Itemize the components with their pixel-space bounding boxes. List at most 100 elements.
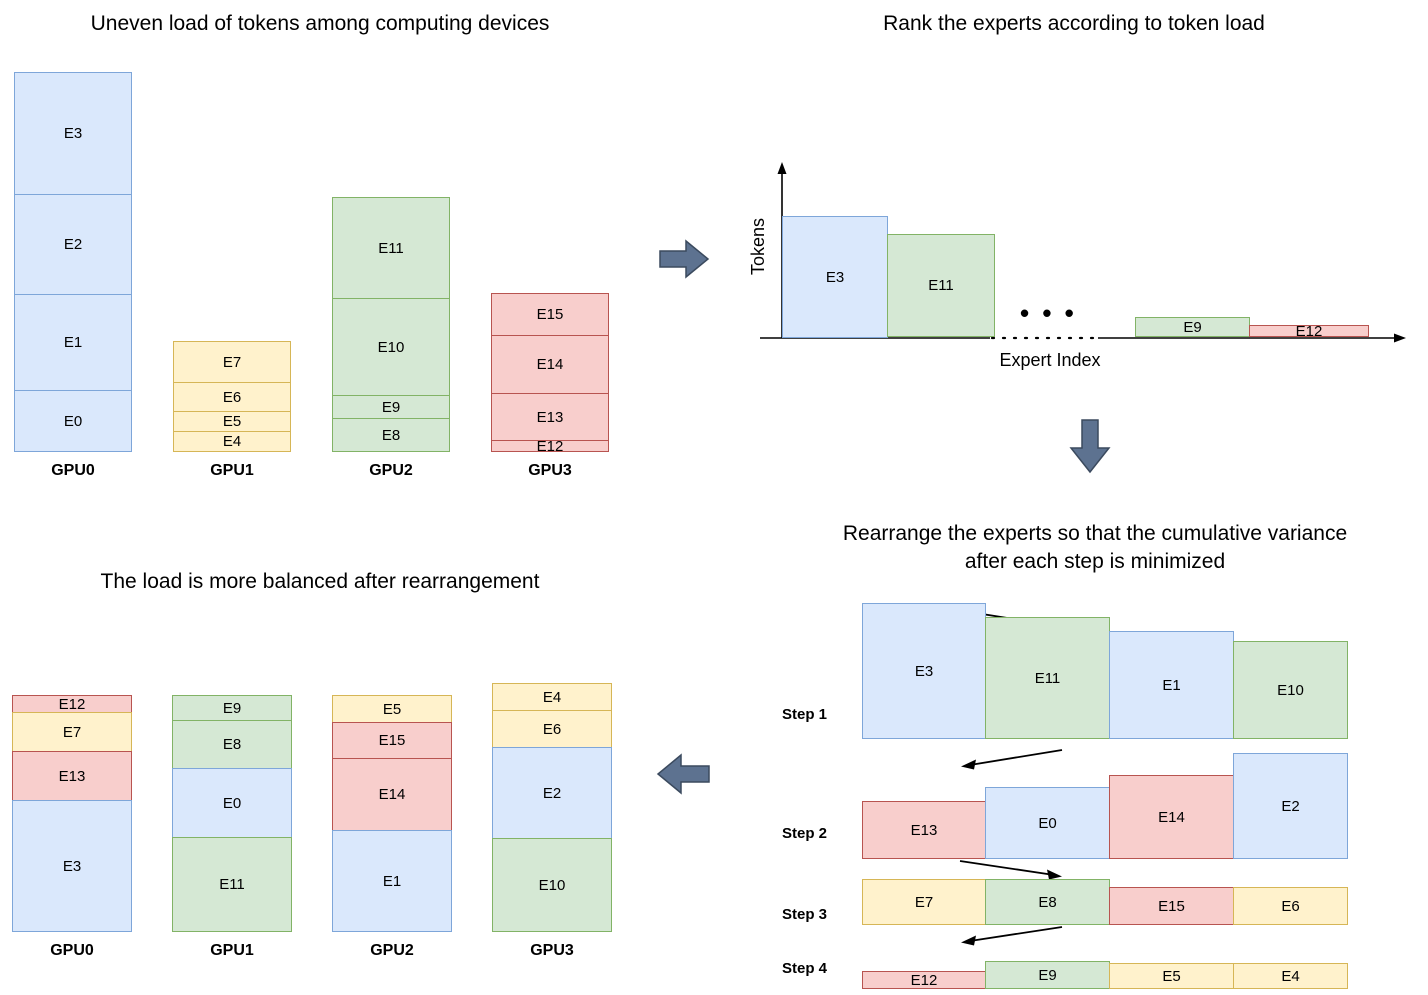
arrow-rank-to-rearrange-icon [1068,418,1112,474]
step-bar[interactable]: E14 [1109,775,1234,859]
step-bar[interactable]: E3 [862,603,986,739]
expert-segment[interactable]: E7 [173,341,291,383]
expert-label: E7 [62,723,82,741]
expert-label: E9 [381,398,401,416]
gpu-stack-before-1: E7 E6 E5 E4 [173,72,291,452]
gpu-label: GPU1 [210,942,254,959]
expert-label: E1 [1162,676,1181,694]
gpu-label: GPU2 [370,942,414,959]
gpu-stack-before-3: E15 E14 E13 E12 [491,72,609,454]
expert-segment[interactable]: E10 [332,298,450,396]
gpu-label: GPU3 [528,462,572,479]
gpu-group-before-2: E11 E10 E9 E8 GPU2 [332,50,450,480]
step-bar[interactable]: E4 [1233,963,1348,989]
expert-segment[interactable]: E12 [12,695,132,713]
step-bar[interactable]: E5 [1109,963,1234,989]
expert-segment[interactable]: E4 [492,683,612,711]
expert-label: E6 [542,720,562,738]
expert-label: E4 [542,688,562,706]
expert-segment[interactable]: E3 [12,800,132,932]
expert-segment[interactable]: E0 [172,768,292,838]
expert-label: E6 [222,388,242,406]
expert-segment[interactable]: E3 [14,72,132,196]
gpu-label: GPU1 [210,462,254,479]
expert-label: E12 [58,695,86,713]
expert-label: E11 [219,876,245,893]
expert-label: E4 [222,433,242,450]
step-bar[interactable]: E6 [1233,887,1348,925]
step-label: Step 1 [782,706,828,723]
expert-segment[interactable]: E1 [14,294,132,392]
expert-segment[interactable]: E9 [172,695,292,721]
step-bar[interactable]: E12 [862,971,986,989]
expert-segment[interactable]: E6 [492,710,612,748]
expert-segment[interactable]: E15 [491,293,609,336]
expert-segment[interactable]: E8 [332,418,450,452]
step-bar[interactable]: E7 [862,879,986,925]
expert-segment[interactable]: E8 [172,720,292,769]
expert-segment[interactable]: E9 [332,395,450,419]
step-label: Step 2 [782,825,828,842]
arrow-before-to-rank-icon [658,238,710,280]
expert-label: E11 [1034,669,1061,687]
expert-segment[interactable]: E2 [492,747,612,839]
gpu-stack-after-0: E12 E7 E13 E3 [12,682,132,932]
expert-segment[interactable]: E5 [173,411,291,432]
step-bar[interactable]: E1 [1109,631,1234,739]
expert-segment[interactable]: E11 [332,197,450,299]
expert-label: E8 [222,736,242,753]
expert-label: E14 [536,356,564,373]
gpu-stack-before-2: E11 E10 E9 E8 [332,72,450,452]
expert-segment[interactable]: E13 [491,393,609,441]
expert-segment[interactable]: E5 [332,695,452,723]
expert-segment[interactable]: E11 [172,837,292,932]
step-bar[interactable]: E15 [1109,887,1234,925]
expert-segment[interactable]: E4 [173,431,291,452]
expert-segment[interactable]: E15 [332,722,452,759]
move-arrow-left-icon [958,747,1066,773]
step-bar[interactable]: E2 [1233,753,1348,859]
expert-segment[interactable]: E0 [14,390,132,452]
rank-bar[interactable]: E12 [1249,324,1369,339]
step-bar[interactable]: E9 [985,961,1110,989]
step-bar[interactable]: E0 [985,787,1110,859]
expert-label: E14 [378,786,406,803]
expert-label: E2 [63,236,83,254]
panel-rank-title: Rank the experts according to token load [883,12,1265,35]
expert-segment[interactable]: E6 [173,382,291,412]
expert-label: E10 [538,876,566,894]
expert-label: E12 [910,971,938,989]
step-bar[interactable]: E8 [985,879,1110,925]
expert-label: E3 [63,125,83,143]
expert-label: E11 [378,239,404,257]
gpu-label: GPU3 [530,942,574,959]
step-bar[interactable]: E10 [1233,641,1348,739]
expert-label: E9 [222,699,242,717]
rank-bar[interactable]: E9 [1135,317,1250,337]
expert-segment[interactable]: E13 [12,751,132,801]
panel-uneven-load-title: Uneven load of tokens among computing de… [90,12,550,35]
expert-segment[interactable]: E1 [332,830,452,932]
rank-bar[interactable]: E11 [887,234,995,337]
expert-label: E2 [542,784,562,802]
expert-segment[interactable]: E2 [14,194,132,296]
expert-segment[interactable]: E12 [491,439,609,454]
expert-label: E15 [1158,897,1185,915]
chart-axes [760,162,1406,343]
expert-segment[interactable]: E7 [12,712,132,752]
expert-segment[interactable]: E10 [492,838,612,932]
rank-bar[interactable]: E3 [782,216,888,338]
chart-xlabel: Expert Index [999,350,1101,370]
step-bar[interactable]: E13 [862,801,986,859]
expert-segment[interactable]: E14 [491,335,609,394]
step-bar[interactable]: E11 [985,617,1110,739]
panel-uneven-load: Uneven load of tokens among computing de… [0,0,640,490]
expert-label: E9 [1183,318,1202,336]
expert-label: E2 [1281,797,1300,815]
step-row-2: Step 2 E13 E0 E14 E2 [760,743,1428,865]
gpu-group-after-1: E9 E8 E0 E11 GPU1 [172,650,292,960]
step-label: Step 4 [782,960,828,977]
expert-segment[interactable]: E14 [332,758,452,831]
chart-ellipsis: • • • [1020,298,1077,328]
expert-label: E7 [914,893,934,911]
